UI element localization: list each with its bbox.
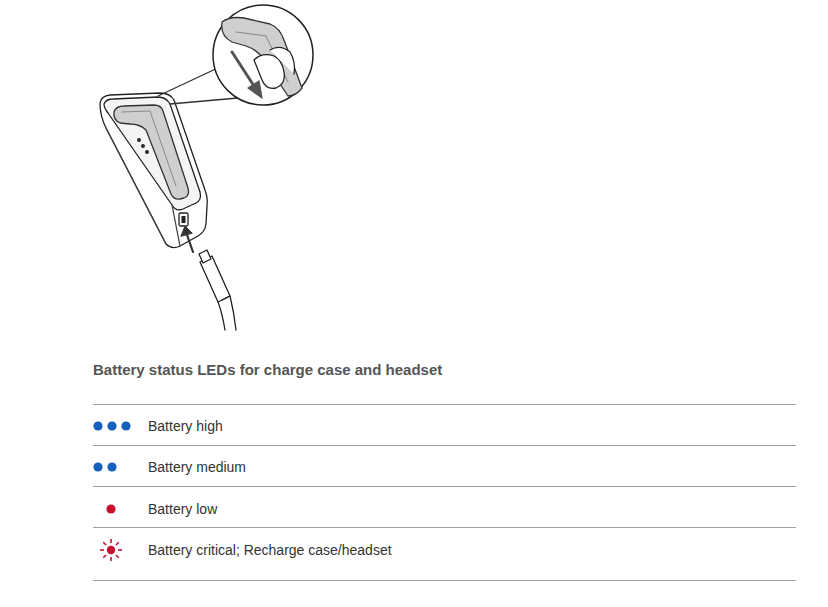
led-indicator	[90, 497, 134, 521]
led-indicator	[90, 538, 134, 562]
flash-ray	[103, 542, 106, 545]
led-dot	[107, 462, 116, 471]
flash-ray	[110, 557, 112, 561]
led-dot	[107, 421, 116, 430]
table-rule	[93, 445, 796, 446]
flash-ray	[100, 549, 104, 551]
legend-text: Battery critical; Recharge case/headset	[148, 541, 392, 559]
flash-ray	[110, 539, 112, 543]
led-dot	[107, 546, 115, 554]
legend-text: Battery medium	[148, 458, 246, 476]
table-rule	[93, 404, 796, 405]
table-rule	[93, 486, 796, 487]
table-title: Battery status LEDs for charge case and …	[93, 361, 442, 378]
table-rule	[93, 580, 796, 581]
table-rule	[93, 527, 796, 528]
flash-ray	[116, 555, 119, 558]
flash-ray	[116, 542, 119, 545]
flash-ray	[103, 555, 106, 558]
legend-text: Battery high	[148, 417, 223, 435]
flash-ray	[118, 549, 122, 551]
legend-text: Battery low	[148, 500, 217, 518]
led-dot	[106, 504, 115, 513]
led-indicator	[90, 414, 134, 438]
led-dot	[93, 462, 102, 471]
led-dot	[93, 421, 102, 430]
led-dot	[121, 421, 130, 430]
led-indicator	[90, 455, 134, 479]
